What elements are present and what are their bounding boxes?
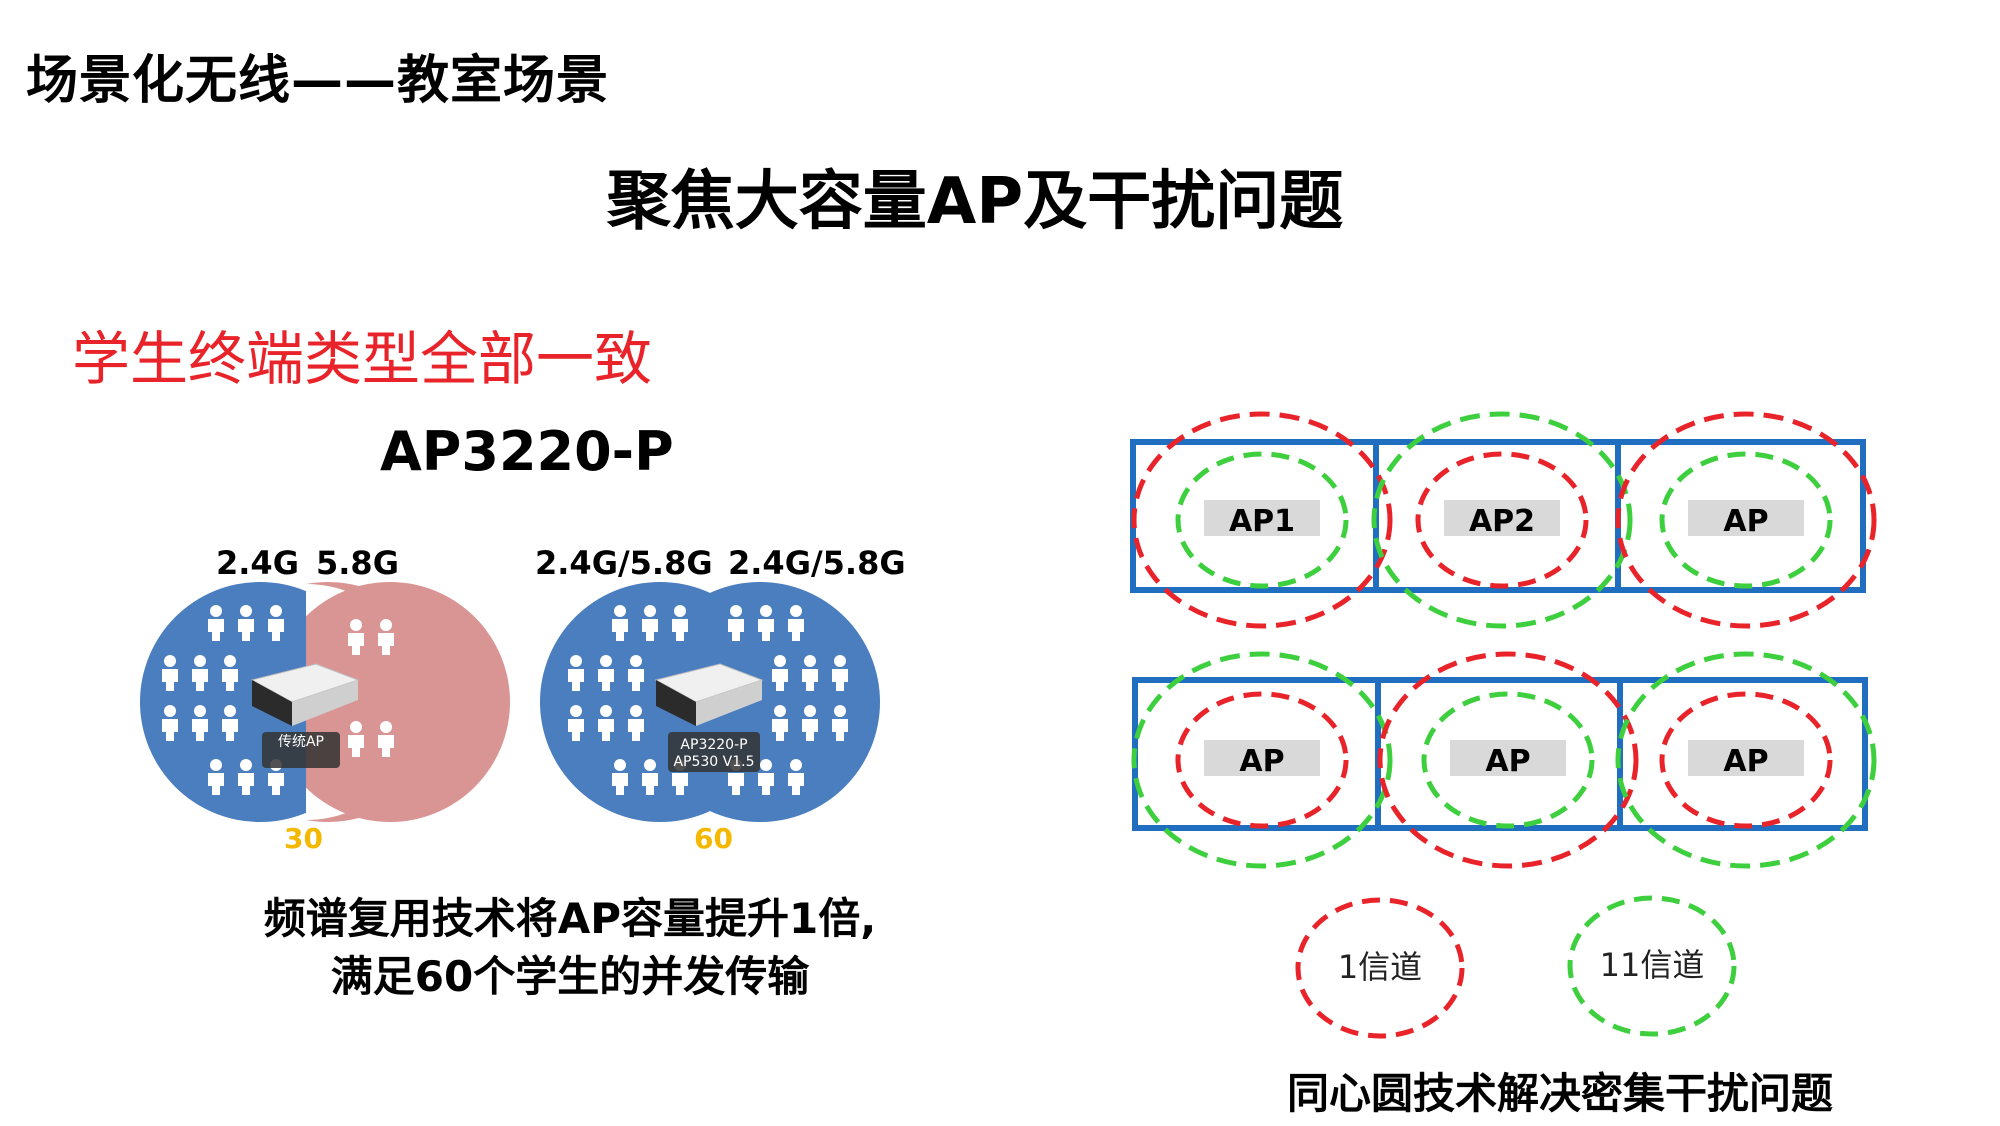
row1-ap-3-label: AP — [1723, 504, 1768, 539]
row2-ap-2-inner-coverage — [1421, 691, 1595, 829]
row2-ap-1-outer-coverage — [1131, 651, 1393, 869]
page-title: 场景化无线——教室场景 — [26, 51, 610, 111]
row1-ap-2-label: AP2 — [1469, 504, 1535, 539]
main-heading: 聚焦大容量AP及干扰问题 — [606, 165, 1344, 239]
row2-ap-3-outer-coverage — [1615, 651, 1877, 869]
freq-label-5-8g: 5.8G — [316, 544, 399, 582]
ap-model-name: AP3220-P — [380, 420, 674, 483]
legend-label-channel-1: 1信道 — [1338, 948, 1422, 986]
row2-ap-3-label: AP — [1723, 744, 1768, 779]
room-row-1-aps: AP1 AP2 AP — [1131, 411, 1877, 629]
legend-circle-channel-11 — [1567, 895, 1737, 1037]
row2-ap-3-label-bg — [1688, 740, 1804, 776]
traditional-ap-tag: 传统AP — [278, 734, 324, 750]
capacity-count-dual: 60 — [694, 822, 733, 855]
row1-ap-1-inner-coverage — [1175, 451, 1349, 589]
freq-label-2-4g: 2.4G — [216, 544, 299, 582]
freq-label-dual-right: 2.4G/5.8G — [728, 544, 906, 582]
row1-ap-1-outer-coverage — [1131, 411, 1393, 629]
left-caption-line1: 频谱复用技术将AP容量提升1倍, — [263, 894, 877, 943]
row2-ap-2-label: AP — [1485, 744, 1530, 779]
row1-ap-1-label: AP1 — [1229, 504, 1295, 539]
row1-ap-3-inner-coverage — [1659, 451, 1833, 589]
traditional-ap-device — [250, 663, 360, 768]
legend-circle-channel-1 — [1295, 897, 1465, 1039]
row2-ap-1-label: AP — [1239, 744, 1284, 779]
capacity-count-traditional: 30 — [284, 822, 323, 855]
freq-label-dual-left: 2.4G/5.8G — [535, 544, 713, 582]
legend-label-channel-11: 11信道 — [1600, 946, 1705, 984]
row2-ap-1-label-bg — [1204, 740, 1320, 776]
right-caption: 同心圆技术解决密集干扰问题 — [1286, 1069, 1833, 1118]
row1-ap-1-label-bg — [1204, 500, 1320, 536]
dual-radio-ap-device — [654, 663, 764, 772]
row2-ap-1-inner-coverage — [1175, 691, 1349, 829]
row2-ap-3-inner-coverage — [1659, 691, 1833, 829]
row1-ap-3-outer-coverage — [1615, 411, 1877, 629]
row1-ap-2-label-bg — [1444, 500, 1560, 536]
row1-ap-2-outer-coverage — [1371, 411, 1633, 629]
left-caption: 频谱复用技术将AP容量提升1倍, 满足60个学生的并发传输 — [230, 890, 910, 1006]
left-caption-line2: 满足60个学生的并发传输 — [330, 952, 810, 1001]
row2-ap-2-outer-coverage — [1377, 651, 1639, 869]
row1-ap-2-inner-coverage — [1415, 451, 1589, 589]
subtitle-terminal-types: 学生终端类型全部一致 — [72, 325, 653, 393]
row1-ap-3-label-bg — [1688, 500, 1804, 536]
dual-ap-tag-line2: AP530 V1.5 — [673, 754, 754, 770]
dual-ap-tag-line1: AP3220-P — [680, 737, 747, 753]
row2-ap-2-label-bg — [1450, 740, 1566, 776]
room-row-2-aps: AP AP AP — [1131, 651, 1877, 869]
